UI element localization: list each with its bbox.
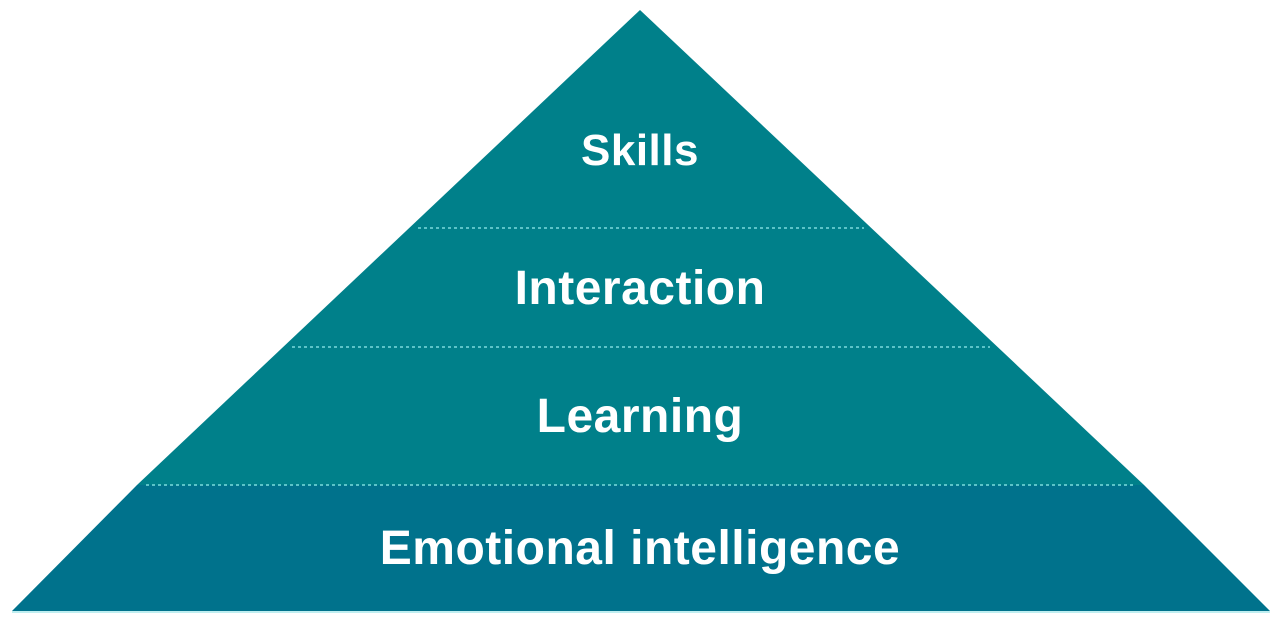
pyramid-upper-tiers [137, 10, 1144, 485]
tier-label-emotional-intelligence: Emotional intelligence [379, 522, 901, 575]
tier-label-skills: Skills [581, 126, 699, 175]
pyramid-base-tier [12, 485, 1270, 611]
tier-label-learning: Learning [536, 390, 744, 443]
tier-label-interaction: Interaction [514, 262, 766, 315]
